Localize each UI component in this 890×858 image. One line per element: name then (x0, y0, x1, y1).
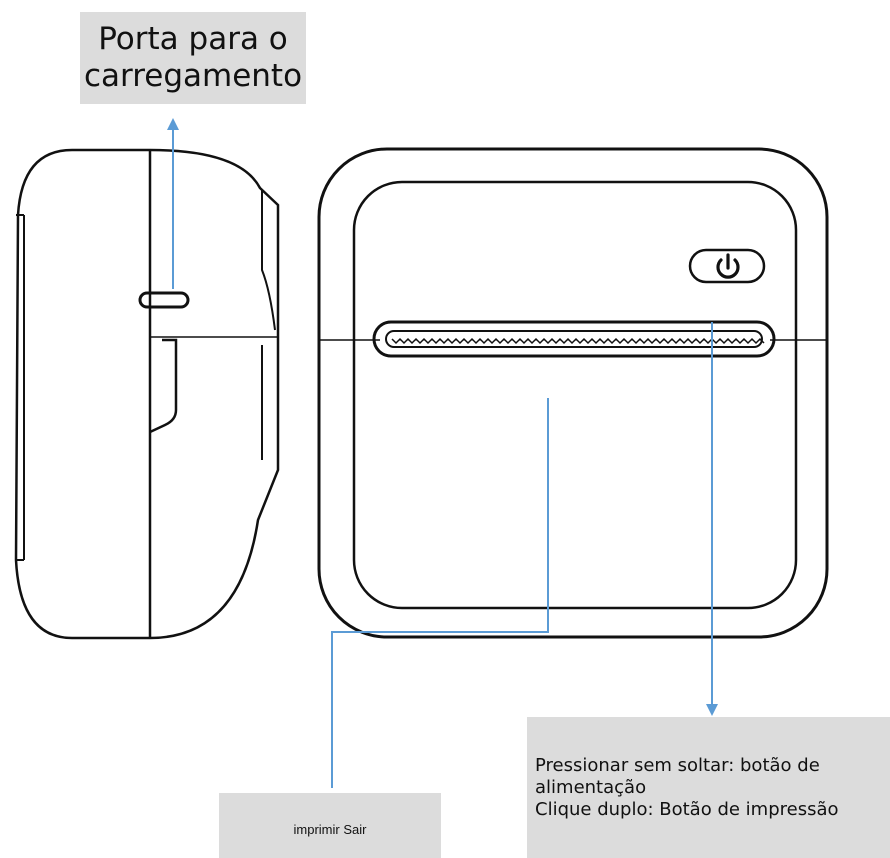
power-button-label-line1: Pressionar sem soltar: botão de (535, 755, 820, 776)
charging-port-label-line2: carregamento (83, 58, 303, 94)
side-panel-curve (261, 190, 276, 331)
paper-output-slot (372, 320, 776, 358)
charging-port-shape (138, 291, 190, 309)
side-left-rim (16, 214, 24, 561)
paper-slot-teeth (391, 337, 765, 345)
callout-lines (167, 118, 718, 788)
power-button-label-line2: alimentação (535, 777, 647, 798)
printer-front-view (317, 147, 829, 639)
power-button-label-line3: Clique duplo: Botão de impressão (535, 799, 839, 820)
print-exit-label: imprimir Sair (219, 793, 441, 858)
side-body-outline (14, 148, 150, 640)
front-inner-panel (352, 180, 798, 610)
power-button[interactable] (688, 248, 766, 284)
line-print-exit (331, 398, 549, 788)
side-paper-lever (149, 338, 178, 434)
paper-output-slot-inner (385, 330, 763, 348)
power-icon (716, 253, 740, 279)
print-exit-label-text: imprimir Sair (293, 822, 367, 837)
charging-port-label: Porta para o carregamento (80, 12, 306, 104)
charging-port-label-line1: Porta para o (98, 21, 288, 57)
printer-side-view (14, 148, 280, 640)
front-outer-body (317, 147, 829, 639)
side-rear-edge (149, 148, 280, 640)
power-button-label: Pressionar sem soltar: botão de alimenta… (527, 717, 890, 858)
